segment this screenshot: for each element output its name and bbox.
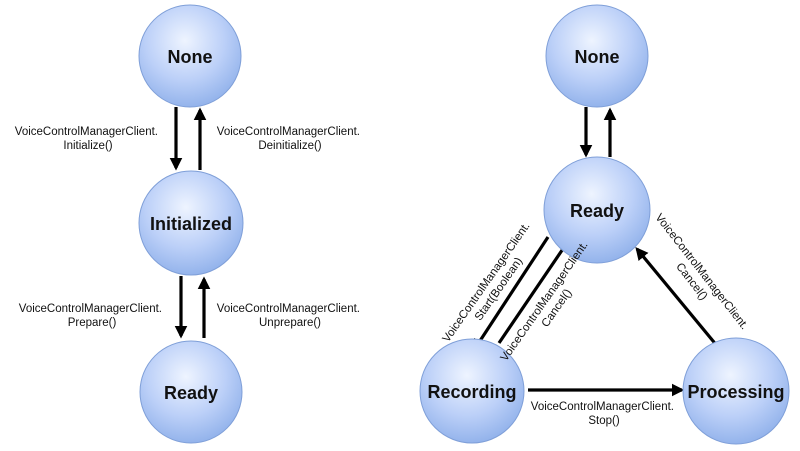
state-node-recording: Recording — [419, 338, 525, 444]
state-node-ready: Ready — [543, 156, 651, 264]
stop-label: VoiceControlManagerClient. Stop() — [531, 401, 677, 427]
state-label-none: None — [575, 47, 620, 67]
cancel-from-processing-arrow — [635, 247, 720, 349]
start-arrow — [472, 236, 550, 353]
state-node-none: None — [545, 4, 649, 108]
prepare-label: VoiceControlManagerClient. Prepare() — [19, 303, 165, 329]
state-label-ready: Ready — [570, 201, 624, 221]
state-node-ready: Ready — [139, 340, 243, 444]
state-node-initialized: Initialized — [138, 170, 244, 276]
unprepare-label: VoiceControlManagerClient. Unprepare() — [217, 303, 363, 329]
state-label-ready: Ready — [164, 383, 218, 403]
state-label-initialized: Initialized — [150, 214, 232, 234]
left-state-diagram: None Initialized Ready VoiceControlManag… — [15, 4, 363, 444]
state-node-processing: Processing — [682, 337, 790, 445]
state-label-recording: Recording — [427, 382, 516, 402]
cancel-from-recording-arrow — [497, 234, 573, 344]
deinitialize-label: VoiceControlManagerClient. Deinitialize(… — [217, 126, 363, 152]
state-label-processing: Processing — [687, 382, 784, 402]
right-state-diagram: None Ready Recording Processing VoiceCon… — [419, 4, 790, 445]
state-node-none: None — [138, 4, 242, 108]
state-label-none: None — [168, 47, 213, 67]
initialize-label: VoiceControlManagerClient. Initialize() — [15, 126, 161, 152]
